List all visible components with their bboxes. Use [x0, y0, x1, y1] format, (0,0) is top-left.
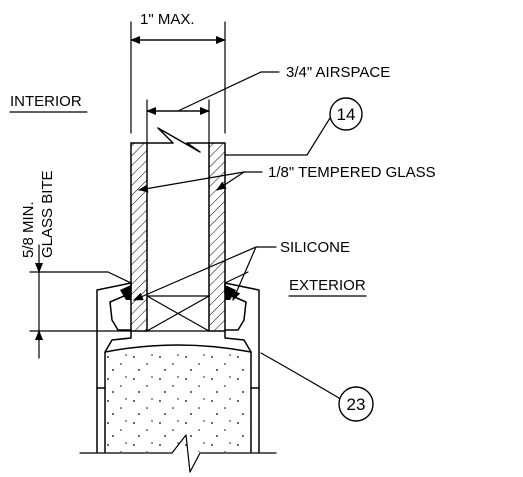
break-line-bottom [79, 434, 277, 473]
concrete-base [79, 344, 277, 473]
silicone-bead-right [225, 285, 236, 300]
silicone-label: SILICONE [280, 239, 350, 256]
width-dimension: 1" MAX. [130, 11, 226, 134]
airspace-leader [177, 71, 262, 112]
glass-pane-left [130, 142, 148, 332]
silicone-bead-left [120, 285, 131, 300]
concrete-fill [105, 352, 251, 452]
glass-bite-label-line1: 5/8 MIN. [20, 201, 37, 258]
tempered-glass-label: 1/8" TEMPERED GLASS [268, 164, 436, 181]
callout-14: 14 [224, 97, 363, 156]
width-max-label: 1" MAX. [140, 11, 195, 28]
break-line-top [146, 127, 210, 153]
exterior-label: EXTERIOR [289, 277, 366, 294]
glass-pane-right [208, 142, 226, 332]
silicone-callout: SILICONE [133, 239, 350, 301]
glass-bite-dimension: 5/8 MIN. GLASS BITE [20, 170, 132, 359]
airspace-dimension: 3/4" AIRSPACE [146, 64, 390, 144]
interior-label: INTERIOR [10, 93, 82, 110]
tempered-glass-panes [130, 127, 226, 332]
callout-14-number: 14 [337, 105, 356, 124]
glass-bite-label-line2: GLASS BITE [39, 170, 56, 258]
callout-23: 23 [260, 352, 374, 422]
airspace-label: 3/4" AIRSPACE [286, 64, 390, 81]
callout-23-number: 23 [347, 395, 366, 414]
tempered-glass-callout: 1/8" TEMPERED GLASS [138, 164, 436, 193]
